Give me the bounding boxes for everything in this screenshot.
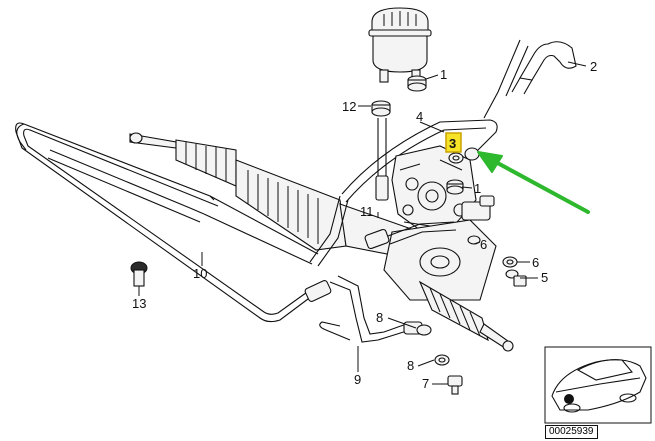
sealing-ring-3	[448, 147, 480, 164]
hose-clamp-1-mid	[446, 179, 464, 195]
diagram-id-label: 00025939	[545, 425, 598, 439]
fitting-parts-6-5	[467, 235, 527, 287]
callout-9: 9	[354, 372, 361, 387]
callout-8-upper: 8	[376, 310, 383, 325]
leader-lines	[138, 61, 587, 385]
callout-4: 4	[416, 109, 423, 124]
hose-clamp-12	[371, 100, 391, 117]
callout-2: 2	[590, 59, 597, 74]
callout-5-upper: 5	[541, 270, 548, 285]
callout-12: 12	[342, 99, 356, 114]
fluid-reservoir	[368, 7, 432, 83]
return-hose-4	[341, 118, 498, 203]
highlight-box	[445, 132, 462, 153]
cooling-coil-10	[15, 122, 319, 323]
callout-1-top: 1	[440, 67, 447, 82]
callout-8-lower: 8	[407, 358, 414, 373]
callout-7: 7	[422, 376, 429, 391]
callout-6-lower: 6	[532, 255, 539, 270]
hose-clamp-1-top	[407, 75, 427, 92]
callout-labels: 1 2 12 4 3 1 11 6 6 5 10 13 8 8 9 7	[132, 59, 597, 391]
power-steering-pump	[391, 145, 477, 231]
callout-10: 10	[193, 266, 207, 281]
pressure-hose-11	[309, 195, 457, 267]
callout-13: 13	[132, 296, 146, 311]
callout-11: 11	[360, 204, 374, 219]
green-pointer-arrow	[477, 151, 590, 214]
vehicle-location-inset	[544, 346, 652, 424]
location-dot	[564, 394, 574, 404]
suction-hose-2	[483, 39, 577, 119]
callout-3: 3	[449, 136, 456, 151]
callout-6-upper: 6	[480, 237, 487, 252]
bolt-13	[130, 261, 148, 287]
fitting-parts-8-7	[416, 324, 463, 395]
callout-1-mid: 1	[474, 181, 481, 196]
